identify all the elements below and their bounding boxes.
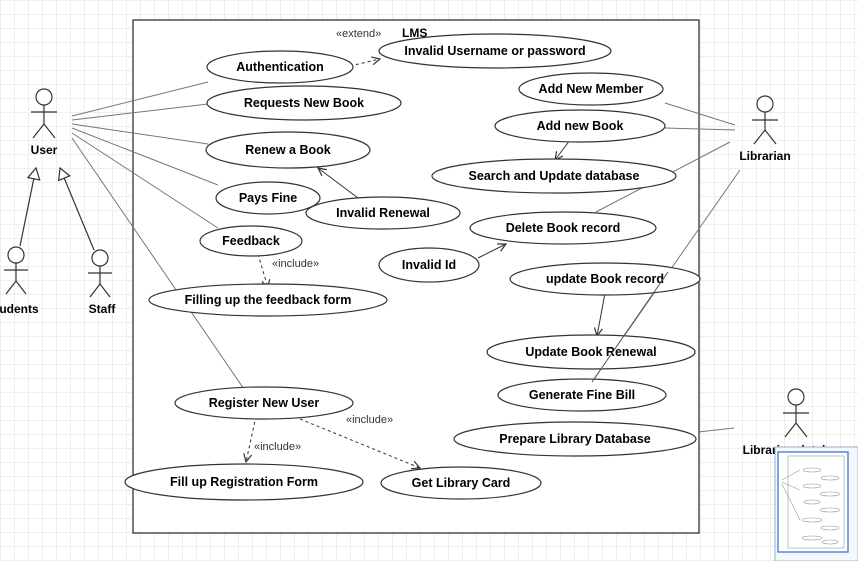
extend-stereotype-label: «extend» — [336, 28, 381, 40]
actor-staff[interactable]: Staff — [88, 249, 117, 316]
use-case-label: update Book record — [546, 272, 664, 286]
use-case-label: Delete Book record — [506, 221, 621, 235]
stick-figure-icon — [31, 88, 57, 139]
actor-user[interactable]: User — [31, 88, 58, 157]
actor-label: Librarian — [739, 149, 790, 163]
include-label-library-card: «include» — [346, 414, 393, 426]
use-case-invalid-renewal[interactable]: Invalid Renewal — [305, 196, 461, 230]
solid-arrows — [318, 139, 606, 336]
use-case-label: Add New Member — [539, 82, 644, 96]
generalizations — [19, 168, 95, 251]
use-case-update-book-record[interactable]: update Book record — [509, 262, 701, 296]
stick-figure-icon — [752, 95, 778, 145]
use-case-authentication[interactable]: Authentication — [206, 50, 354, 84]
stick-figure-icon — [783, 388, 809, 438]
use-case-add-new-member[interactable]: Add New Member — [518, 72, 664, 106]
use-case-label: Renew a Book — [245, 143, 330, 157]
use-case-label: Feedback — [222, 234, 280, 248]
stick-figure-icon — [4, 246, 28, 295]
use-case-invalid-login[interactable]: Invalid Username or password — [378, 33, 612, 69]
use-case-get-library-card[interactable]: Get Library Card — [380, 466, 542, 500]
actor-students[interactable]: Students — [0, 246, 39, 316]
use-case-register-new-user[interactable]: Register New User — [174, 386, 354, 420]
include-label-feedback: «include» — [272, 258, 319, 270]
actor-librarian[interactable]: Librarian — [739, 95, 791, 163]
use-case-label: Add new Book — [537, 119, 624, 133]
use-case-search-update-db[interactable]: Search and Update database — [431, 158, 677, 194]
use-case-label: Prepare Library Database — [499, 432, 651, 446]
use-case-label: Register New User — [209, 396, 320, 410]
actor-label: Students — [0, 302, 39, 316]
use-case-add-new-book[interactable]: Add new Book — [494, 109, 666, 143]
use-case-filling-feedback-form[interactable]: Filling up the feedback form — [148, 283, 388, 317]
include-label-registration-form: «include» — [254, 441, 301, 453]
use-case-renew-book[interactable]: Renew a Book — [205, 131, 371, 169]
use-case-pays-fine[interactable]: Pays Fine — [215, 181, 321, 215]
use-case-label: Invalid Renewal — [336, 206, 430, 220]
actor-label: Staff — [89, 302, 117, 316]
dependency-arrows — [246, 59, 420, 468]
use-case-requests-new-book[interactable]: Requests New Book — [206, 85, 402, 121]
overlay-lines — [591, 271, 669, 383]
use-case-label: Update Book Renewal — [525, 345, 656, 359]
use-case-update-book-renewal[interactable]: Update Book Renewal — [486, 334, 696, 370]
use-case-fill-registration-form[interactable]: Fill up Registration Form — [124, 463, 364, 501]
use-case-label: Pays Fine — [239, 191, 297, 205]
use-case-label: Generate Fine Bill — [529, 388, 635, 402]
use-case-label: Filling up the feedback form — [185, 293, 352, 307]
use-case-label: Fill up Registration Form — [170, 475, 318, 489]
system-title: LMS — [402, 26, 427, 40]
use-case-prepare-library-db[interactable]: Prepare Library Database — [453, 421, 697, 457]
use-case-label: Get Library Card — [412, 476, 511, 490]
minimap[interactable] — [774, 446, 858, 561]
use-case-label: Search and Update database — [469, 169, 640, 183]
use-case-feedback[interactable]: Feedback — [199, 225, 303, 257]
use-case-label: Authentication — [236, 60, 324, 74]
use-case-delete-book-record[interactable]: Delete Book record — [469, 211, 657, 245]
user-associations — [71, 81, 247, 393]
stick-figure-icon — [88, 249, 112, 298]
use-case-label: Requests New Book — [244, 96, 364, 110]
use-case-invalid-id[interactable]: Invalid Id — [378, 247, 480, 283]
use-case-label: Invalid Id — [402, 258, 456, 272]
actor-label: User — [31, 143, 58, 157]
use-case-generate-fine-bill[interactable]: Generate Fine Bill — [497, 378, 667, 412]
use-case-label: Invalid Username or password — [404, 44, 585, 58]
